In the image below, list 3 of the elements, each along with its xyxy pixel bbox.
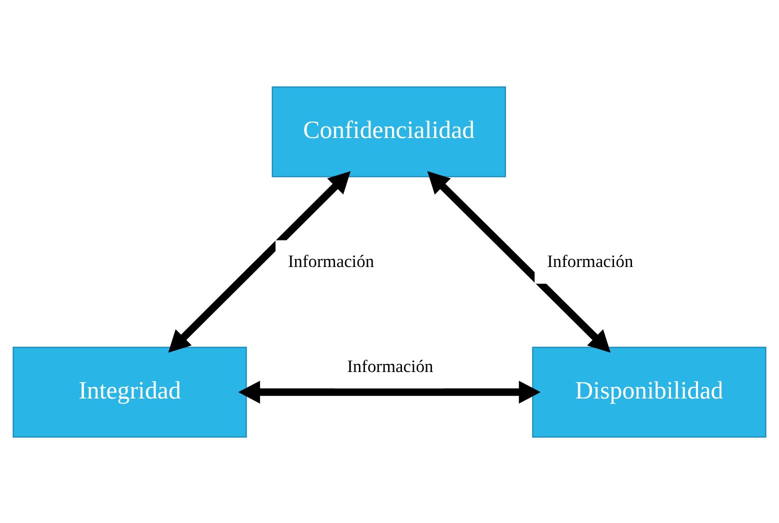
edge-label: Información <box>347 355 434 376</box>
edge-label: Información <box>547 250 634 271</box>
edge-label: Información <box>288 250 374 271</box>
